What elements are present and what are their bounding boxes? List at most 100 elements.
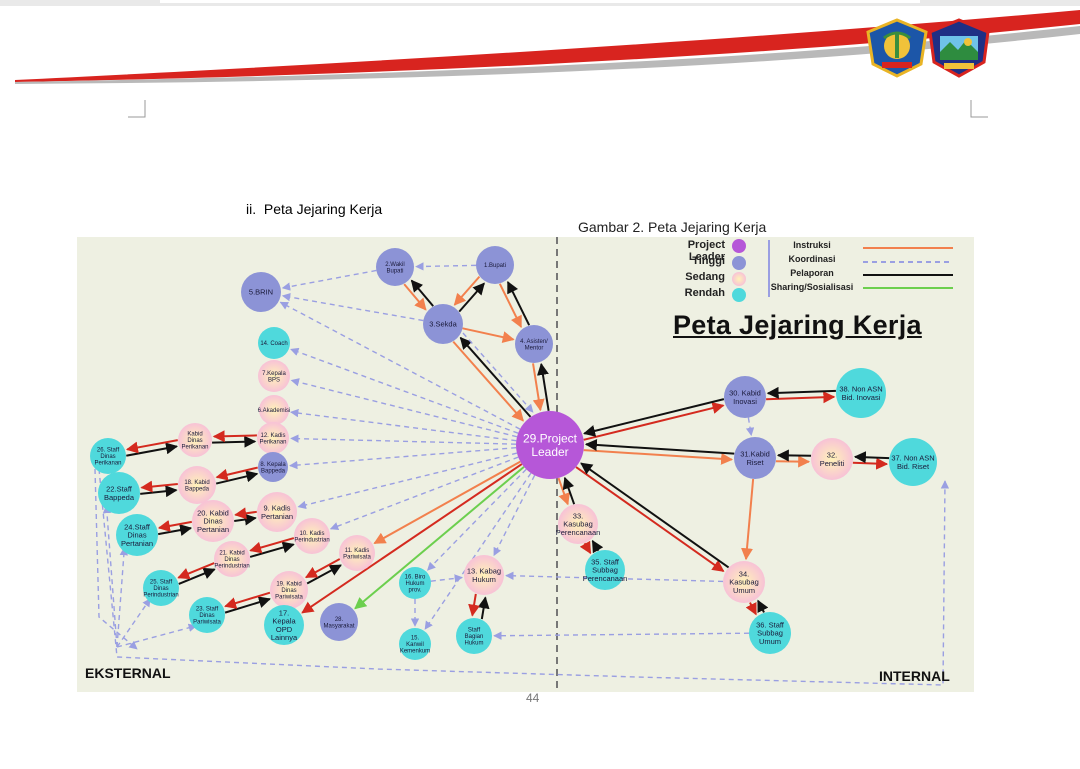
edge-n34-n36-red (745, 601, 757, 616)
edge-nsbh-n13-black (477, 596, 490, 620)
edge-n29-n17-red (301, 463, 523, 614)
edge-n10-n21-red (249, 537, 295, 554)
legend-edge-pelaporan: Pelaporan (790, 268, 834, 278)
edge-n29-n3-black (459, 336, 532, 418)
edge-n35-n33-black (591, 539, 604, 554)
edge-n29-n12-blue (290, 434, 517, 445)
legend-swatch-2 (732, 272, 746, 286)
edge-n29-n34-red (575, 466, 725, 572)
section-heading: ii. Peta Jejaring Kerja (246, 201, 383, 217)
edge-n1-n2-blue (415, 261, 484, 271)
node-circle-n11 (339, 535, 375, 571)
edge-n18-n8-black (215, 470, 259, 485)
node-circle-n36 (749, 612, 791, 654)
figure-caption: Gambar 2. Peta Jejaring Kerja (578, 219, 767, 235)
edge-n29-n10-blue (329, 456, 519, 531)
edge-n29-n6-blue (290, 408, 517, 442)
edge-n2-n3-orange (403, 283, 427, 311)
edge-n8-n18-red (215, 466, 258, 481)
edge-n30-n31-blue (743, 409, 755, 437)
node-circle-n30 (724, 376, 766, 418)
node-circle-n13 (464, 555, 504, 595)
edge-n20-n9-black (234, 513, 257, 526)
node-circle-n23 (189, 597, 225, 633)
page-number: 44 (526, 691, 540, 705)
edge-n29-n11-orange (373, 460, 521, 545)
edge-n29-n13-blue (493, 466, 542, 557)
node-circle-n10 (294, 518, 330, 554)
node-circle-n5 (241, 272, 281, 312)
edge-n29-n9-blue (297, 452, 518, 510)
edge-n2-n5-blue (281, 269, 377, 291)
edge-n20-n24-red (157, 520, 192, 532)
edge-n29-n14-blue (290, 347, 519, 434)
node-label-n28: 28.Masyarakat (323, 617, 354, 630)
node-n1: 1.Bupati (476, 246, 514, 284)
edge-n31-n34-orange (741, 478, 755, 561)
edge-n38-n30-black (766, 386, 836, 399)
edge-nkdp-n26-red (125, 439, 178, 454)
node-circle-n1 (476, 246, 514, 284)
edge-n4-n1-black (506, 280, 531, 326)
header-band (0, 0, 1080, 6)
node-circle-n19 (270, 571, 308, 609)
node-label-n32: 32.Peneliti (820, 451, 845, 468)
diagram-title: Peta Jejaring Kerja (673, 310, 922, 340)
node-circle-n15 (399, 628, 431, 660)
edge-n21-n25-red (177, 562, 215, 580)
edge-n3-n2-black (410, 279, 434, 307)
legend-swatch-3 (732, 288, 746, 302)
edge-n29-n7-blue (290, 378, 518, 438)
node-label-n5: 5.BRIN (249, 288, 273, 297)
edge-n29-n30-red (583, 402, 725, 441)
node-circle-n24 (116, 514, 158, 556)
edge-n29-n16-blue (426, 468, 527, 571)
edge-n4-n29-orange (532, 363, 545, 412)
edge-n3-n5-blue (281, 292, 424, 322)
regency-emblem-icon (866, 18, 928, 78)
edge-nkdp-n12-black (212, 435, 257, 448)
node-circle-nkdp (178, 423, 212, 457)
node-n5: 5.BRIN (241, 272, 281, 312)
edge-n9-n20-red (234, 507, 257, 520)
node-circle-n37 (889, 438, 937, 486)
edge-n29-n8-blue (289, 446, 517, 470)
node-n14: 14. Coach (258, 327, 290, 359)
node-circle-n22 (98, 472, 140, 514)
edge-n1-n3-orange (453, 275, 481, 306)
edge-n31-n29-black (584, 438, 735, 455)
node-circle-nsbh (456, 618, 492, 654)
edge-n26-nkdp-black (126, 442, 179, 457)
node-circle-n21 (214, 541, 250, 577)
node-circle-n31 (734, 437, 776, 479)
node-circle-n26 (90, 438, 126, 474)
node-circle-n35 (585, 550, 625, 590)
province-emblem-icon (928, 18, 990, 78)
